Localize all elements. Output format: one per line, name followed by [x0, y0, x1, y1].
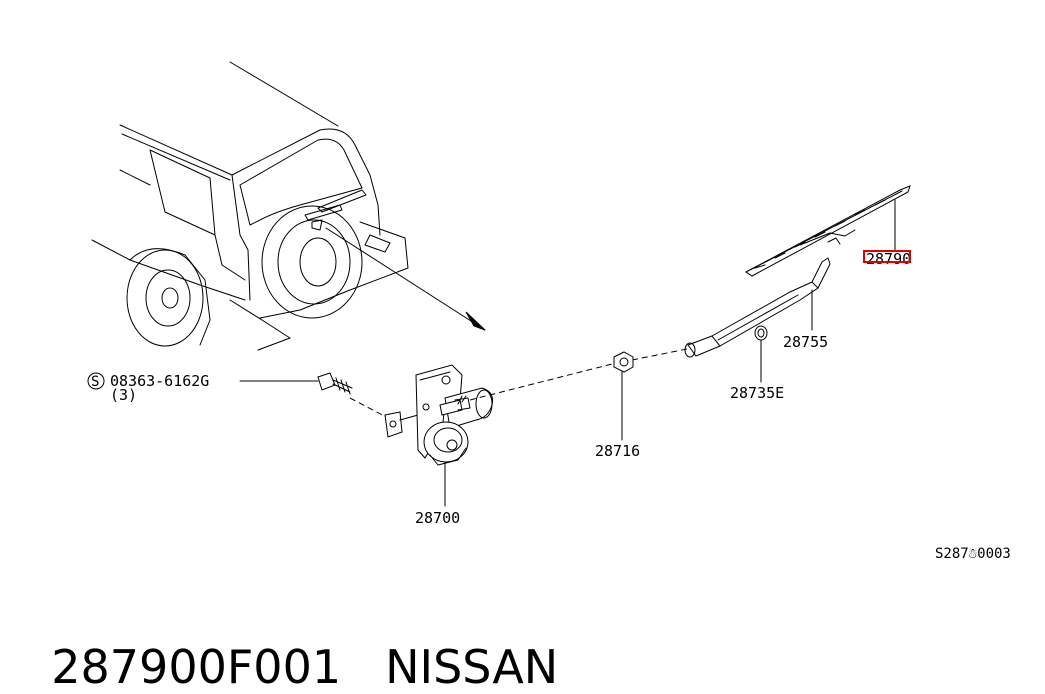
diagram-code: S287☃0003: [935, 546, 1011, 562]
wiper-blade: [745, 185, 911, 277]
vehicle-illustration: [91, 61, 486, 351]
wiper-arm: [684, 257, 831, 358]
blade-label[interactable]: 28790: [863, 250, 911, 268]
bolt-prefix-symbol: S: [91, 374, 99, 390]
title-brand: NISSAN: [385, 640, 559, 694]
bolt-part-number: 08363-6162G: [110, 372, 209, 390]
bolt-label: S 08363-6162G (3): [87, 372, 209, 404]
arm-part-number: 28755: [783, 333, 828, 351]
arm-cap: [754, 325, 768, 383]
wiper-motor: [384, 364, 493, 507]
motor-part-number: 28700: [415, 509, 460, 527]
highlight-box: [863, 250, 911, 263]
blade-part-number: 28790: [866, 250, 911, 268]
bolt-quantity: (3): [110, 386, 137, 404]
bolt-part: [239, 372, 353, 395]
pivot-nut-part-number: 28716: [595, 442, 640, 460]
pivot-nut: [613, 351, 634, 441]
title-part-number: 287900F001: [51, 640, 342, 694]
cap-part-number: 28735E: [730, 384, 784, 402]
